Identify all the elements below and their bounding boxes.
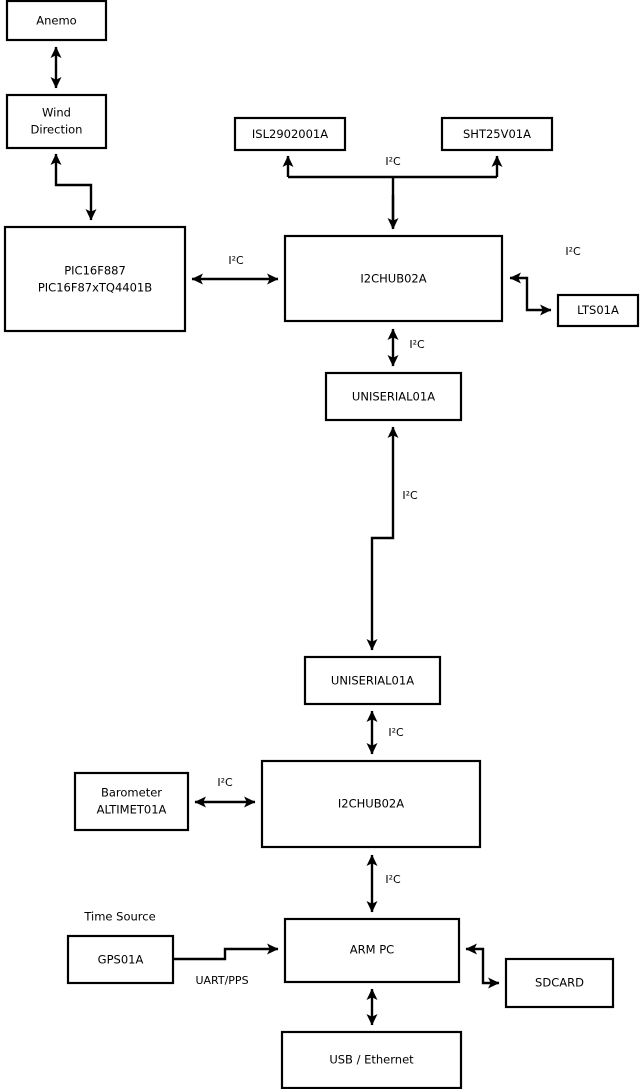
node-sht25v01a[interactable]: SHT25V01A (440, 116, 554, 152)
node-pic[interactable]: PIC16F887 PIC16F87xTQ4401B (3, 225, 187, 333)
node-wind-direction[interactable]: Wind Direction (5, 93, 108, 150)
node-label-isl2902001a: ISL2902001A (252, 127, 328, 141)
node-label-pic-line1: PIC16F887 (64, 264, 126, 278)
node-uniserial01a-top[interactable]: UNISERIAL01A (324, 371, 463, 422)
node-label-usb-ethernet: USB / Ethernet (329, 1053, 414, 1067)
node-gps01a[interactable]: GPS01A (66, 934, 175, 985)
node-label-sdcard: SDCARD (535, 976, 584, 990)
node-label-i2chub02a-bottom: I2CHUB02A (338, 797, 404, 811)
node-lts01a[interactable]: LTS01A (556, 293, 640, 328)
edge-barometer-hubbot: I²C (194, 776, 256, 808)
annotation-time-source: Time Source (83, 910, 155, 924)
node-i2chub02a-bottom[interactable]: I2CHUB02A (260, 759, 482, 849)
node-label-barometer-line1: Barometer (101, 786, 162, 800)
edge-label-uniserialbot-hubbot: I²C (388, 726, 404, 739)
edge-label-pic-hubtop: I²C (228, 254, 244, 267)
node-label-i2chub02a-top: I2CHUB02A (360, 272, 426, 286)
edge-pic-hubtop: I²C (191, 254, 279, 285)
node-label-anemo: Anemo (36, 14, 76, 28)
edge-label-hubtop-lts: I²C (565, 245, 581, 258)
node-usb-ethernet[interactable]: USB / Ethernet (280, 1030, 463, 1089)
edge-hubtop-sensors: I²C (282, 155, 503, 230)
edge-label-gps-armpc: UART/PPS (195, 974, 248, 987)
node-label-sht25v01a: SHT25V01A (463, 127, 531, 141)
node-anemo[interactable]: Anemo (5, 0, 108, 42)
node-label-barometer-line2: ALTIMET01A (97, 803, 167, 817)
node-uniserial01a-bottom[interactable]: UNISERIAL01A (303, 655, 442, 706)
node-label-arm-pc: ARM PC (350, 943, 394, 957)
node-label-wind-direction-line2: Direction (31, 123, 83, 137)
node-barometer[interactable]: Barometer ALTIMET01A (73, 771, 190, 832)
edge-wind-pic (50, 153, 97, 221)
edge-label-barometer-hubbot: I²C (217, 776, 233, 789)
edge-hubtop-lts: I²C (509, 245, 581, 316)
node-label-uniserial01a-top: UNISERIAL01A (352, 390, 435, 404)
edge-armpc-sdcard (465, 943, 500, 989)
node-label-wind-direction-line1: Wind (42, 106, 71, 120)
edge-uniserial-link: I²C (366, 426, 418, 651)
edge-label-hubbot-armpc: I²C (385, 873, 401, 886)
node-isl2902001a[interactable]: ISL2902001A (233, 116, 347, 152)
node-arm-pc[interactable]: ARM PC (283, 917, 461, 984)
edge-hubbot-armpc: I²C (366, 854, 401, 913)
edge-hubtop-uniserial: I²C (387, 328, 425, 367)
node-label-uniserial01a-bottom: UNISERIAL01A (331, 674, 414, 688)
edge-gps-armpc: UART/PPS (173, 943, 279, 987)
edge-label-hubtop-uniserial: I²C (409, 338, 425, 351)
edge-label-uniserial-link: I²C (402, 489, 418, 502)
node-label-pic-line2: PIC16F87xTQ4401B (38, 281, 152, 295)
node-label-lts01a: LTS01A (577, 303, 619, 317)
node-label-gps01a: GPS01A (98, 953, 144, 967)
edge-label-hubtop-sensors: I²C (385, 155, 401, 168)
node-sdcard[interactable]: SDCARD (504, 957, 615, 1009)
node-i2chub02a-top[interactable]: I2CHUB02A (283, 234, 504, 323)
edge-uniserialbot-hubbot: I²C (366, 710, 404, 755)
